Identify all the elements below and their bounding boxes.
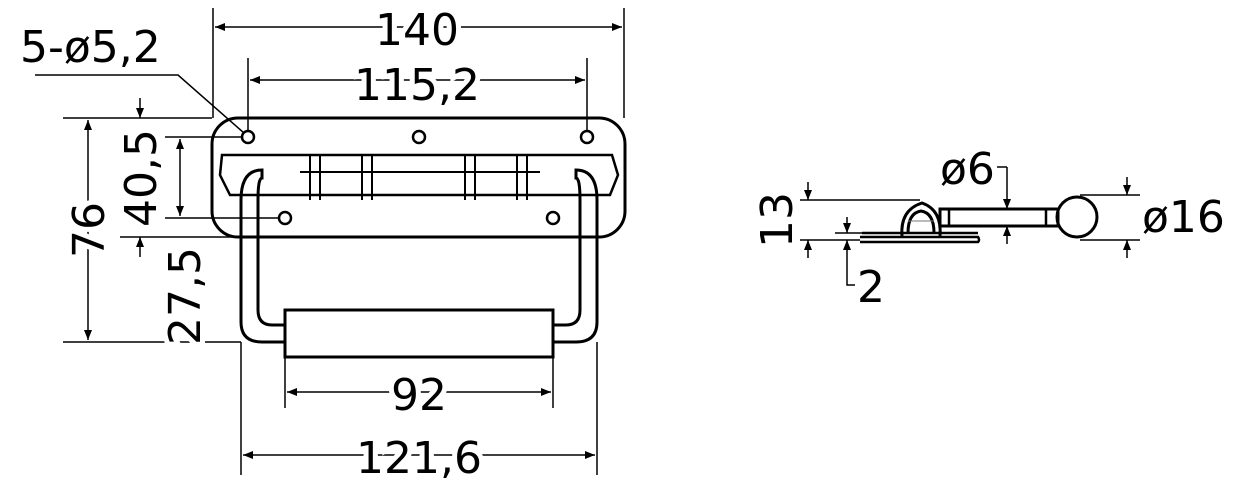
handle-bail-outer (239, 168, 599, 327)
side-ring (1055, 195, 1099, 239)
side-plate (860, 235, 981, 244)
side-view (860, 195, 1099, 244)
dimension-lines (35, 8, 625, 475)
handle-bail-inner (239, 200, 599, 344)
side-dimension-lines (800, 166, 1140, 286)
dim-ring-diameter: ø16 (1142, 192, 1225, 243)
dim-side-height: 13 (752, 192, 803, 248)
side-bail-loop (900, 201, 942, 237)
dim-holes: 5-ø5,2 (20, 22, 161, 73)
mounting-holes (240, 129, 595, 226)
mounting-plate (210, 116, 627, 239)
dim-grip-width: 92 (391, 370, 447, 421)
dim-overall-width: 140 (375, 5, 459, 56)
plate-recess (218, 153, 620, 197)
dim-hole-spacing-top: 115,2 (354, 60, 480, 111)
dim-handle-width: 121,6 (356, 433, 482, 484)
dim-plate-thickness: 2 (857, 262, 885, 313)
front-view (210, 116, 627, 359)
dim-overall-height: 76 (64, 202, 115, 258)
dim-rod-diameter: ø6 (940, 144, 995, 195)
dim-hole-vertical-spacing: 27,5 (160, 247, 211, 345)
grip (283, 308, 555, 359)
dim-upper-height: 40,5 (116, 129, 167, 227)
handle-ribs (300, 155, 540, 200)
side-rod (938, 207, 1060, 228)
